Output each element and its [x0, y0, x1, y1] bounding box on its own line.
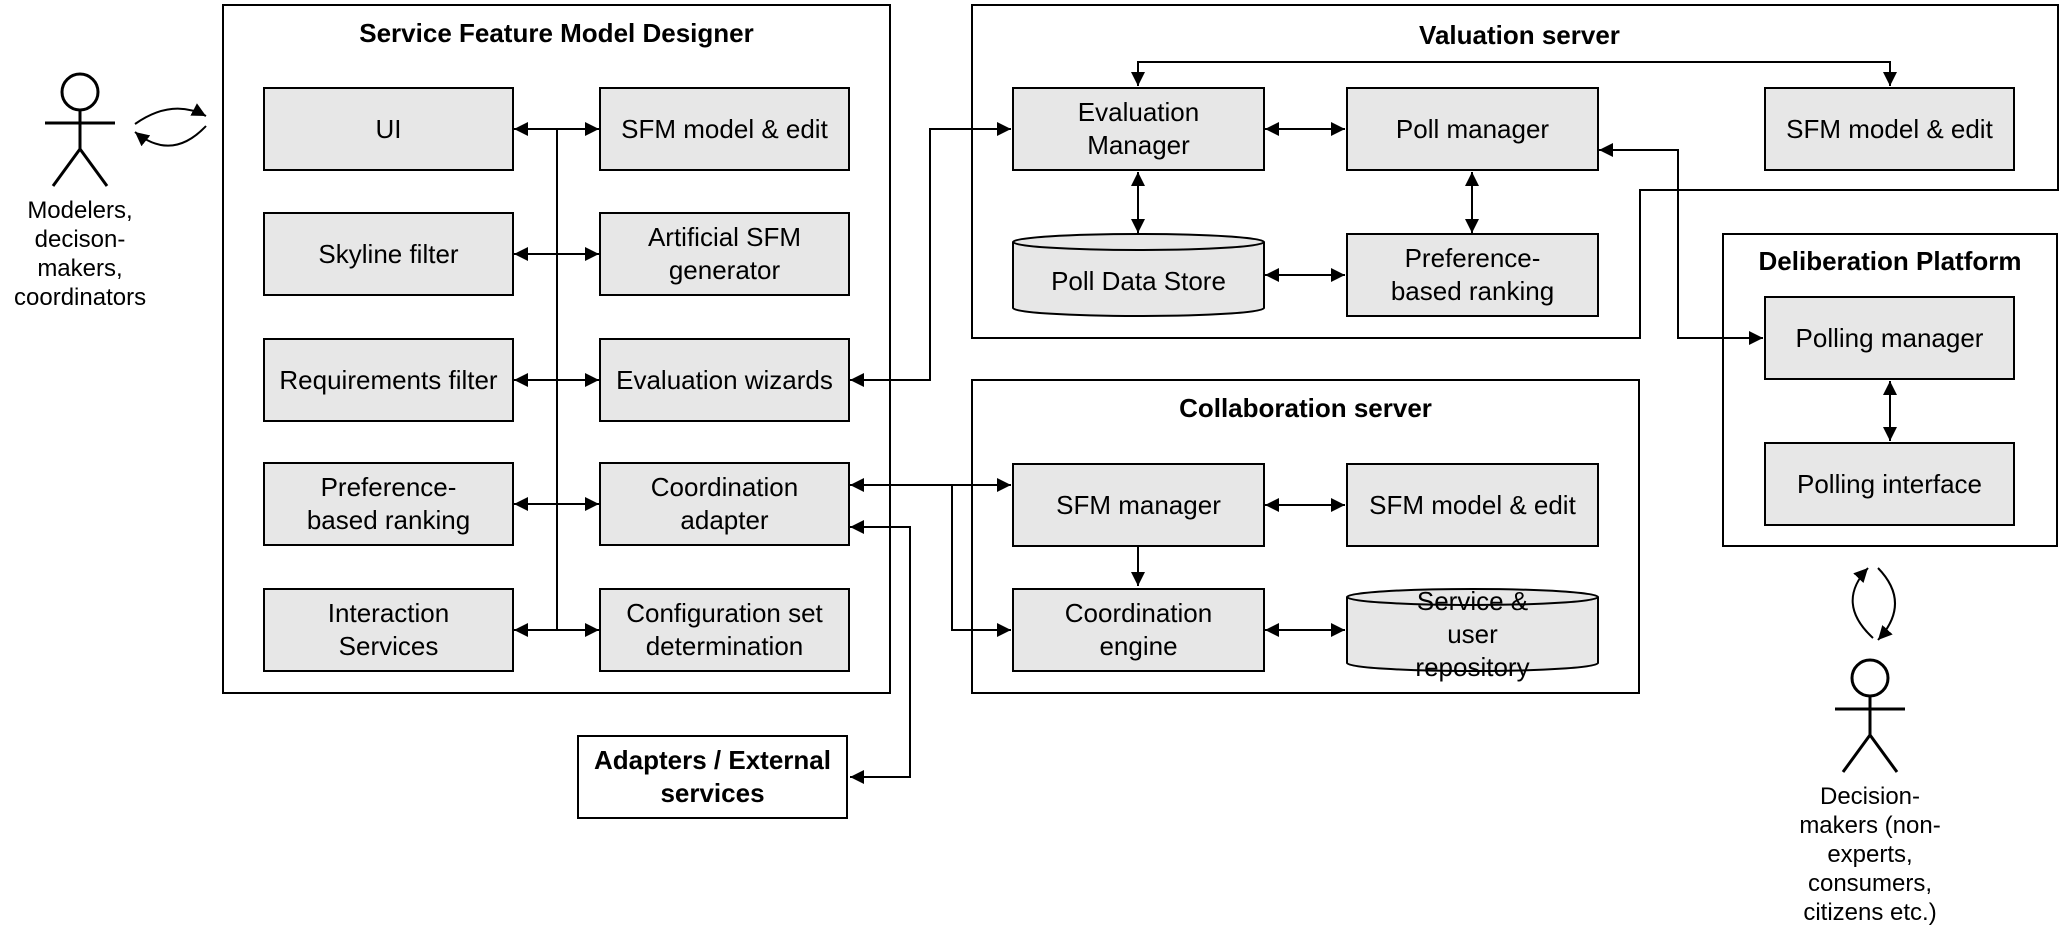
decision-maker-interaction-arrow-right	[1877, 567, 1896, 641]
modeler-interaction-arrow-lower	[134, 125, 207, 147]
ui-box[interactable]: UI	[263, 87, 514, 171]
adapter-external-link	[850, 520, 911, 784]
poll-data-store-shape	[1012, 233, 1265, 318]
architecture-diagram: Service Feature Model Designer UI SFM mo…	[14, 4, 2059, 926]
deliberation-platform-title: Deliberation Platform	[1758, 246, 2022, 276]
valuation-server-outline	[972, 4, 2059, 339]
modeler-interaction-arrow-upper	[134, 103, 207, 125]
evaluation-wizards-box[interactable]: Evaluation wizards	[599, 338, 850, 422]
collaboration-server-title: Collaboration server	[1179, 393, 1432, 423]
skyline-filter-box[interactable]: Skyline filter	[263, 212, 514, 296]
designer-group: Service Feature Model Designer	[222, 4, 891, 694]
valuation-preference-ranking-box[interactable]: Preference-based ranking	[1346, 233, 1599, 317]
collaboration-sfm-model-edit-box[interactable]: SFM model & edit	[1346, 463, 1599, 547]
designer-sfm-model-edit-box[interactable]: SFM model & edit	[599, 87, 850, 171]
coordination-adapter-box[interactable]: Coordination adapter	[599, 462, 850, 546]
interaction-services-box[interactable]: Interaction Services	[263, 588, 514, 672]
decision-maker-actor-icon	[1835, 658, 1905, 773]
valuation-sfm-model-edit-box[interactable]: SFM model & edit	[1764, 87, 2015, 171]
coordination-engine-box[interactable]: Coordination engine	[1012, 588, 1265, 672]
poll-data-store-label: Poll Data Store	[1051, 266, 1226, 296]
poll-data-store-cylinder[interactable]: Poll Data Store	[1012, 233, 1265, 318]
designer-preference-ranking-box[interactable]: Preference-based ranking	[263, 462, 514, 546]
service-user-repository-label: Service & user repository	[1415, 585, 1530, 682]
adapters-external-services-box[interactable]: Adapters / External services	[577, 735, 848, 819]
adapter-coord-engine-link	[951, 485, 1011, 637]
eval-manager-sfm-edit-link	[1131, 61, 1897, 86]
poll-manager-box[interactable]: Poll manager	[1346, 87, 1599, 171]
valuation-server-group: Valuation server	[971, 4, 2058, 339]
modeler-actor-label: Modelers, decison- makers, coordinators	[14, 197, 147, 311]
valuation-server-title: Valuation server	[1419, 20, 1620, 50]
modeler-actor-icon	[45, 72, 115, 187]
evaluation-manager-box[interactable]: Evaluation Manager	[1012, 87, 1265, 171]
polling-interface-box[interactable]: Polling interface	[1764, 442, 2015, 526]
decision-maker-actor-label: Decision-makers (non-experts, consumers,…	[1799, 783, 1941, 926]
configuration-set-box[interactable]: Configuration set determination	[599, 588, 850, 672]
service-user-repository-cylinder[interactable]: Service & user repository	[1346, 585, 1599, 682]
artificial-sfm-generator-box[interactable]: Artificial SFM generator	[599, 212, 850, 296]
decision-maker-interaction-arrow-left	[1851, 567, 1874, 639]
polling-manager-box[interactable]: Polling manager	[1764, 296, 2015, 380]
designer-title: Service Feature Model Designer	[359, 18, 754, 48]
deliberation-platform-group: Deliberation Platform	[1722, 233, 2058, 547]
requirements-filter-box[interactable]: Requirements filter	[263, 338, 514, 422]
collaboration-server-group: Collaboration server	[971, 379, 1640, 694]
sfm-manager-box[interactable]: SFM manager	[1012, 463, 1265, 547]
poll-manager-polling-manager-link	[1599, 143, 1763, 345]
service-user-repository-shape	[1346, 588, 1599, 673]
